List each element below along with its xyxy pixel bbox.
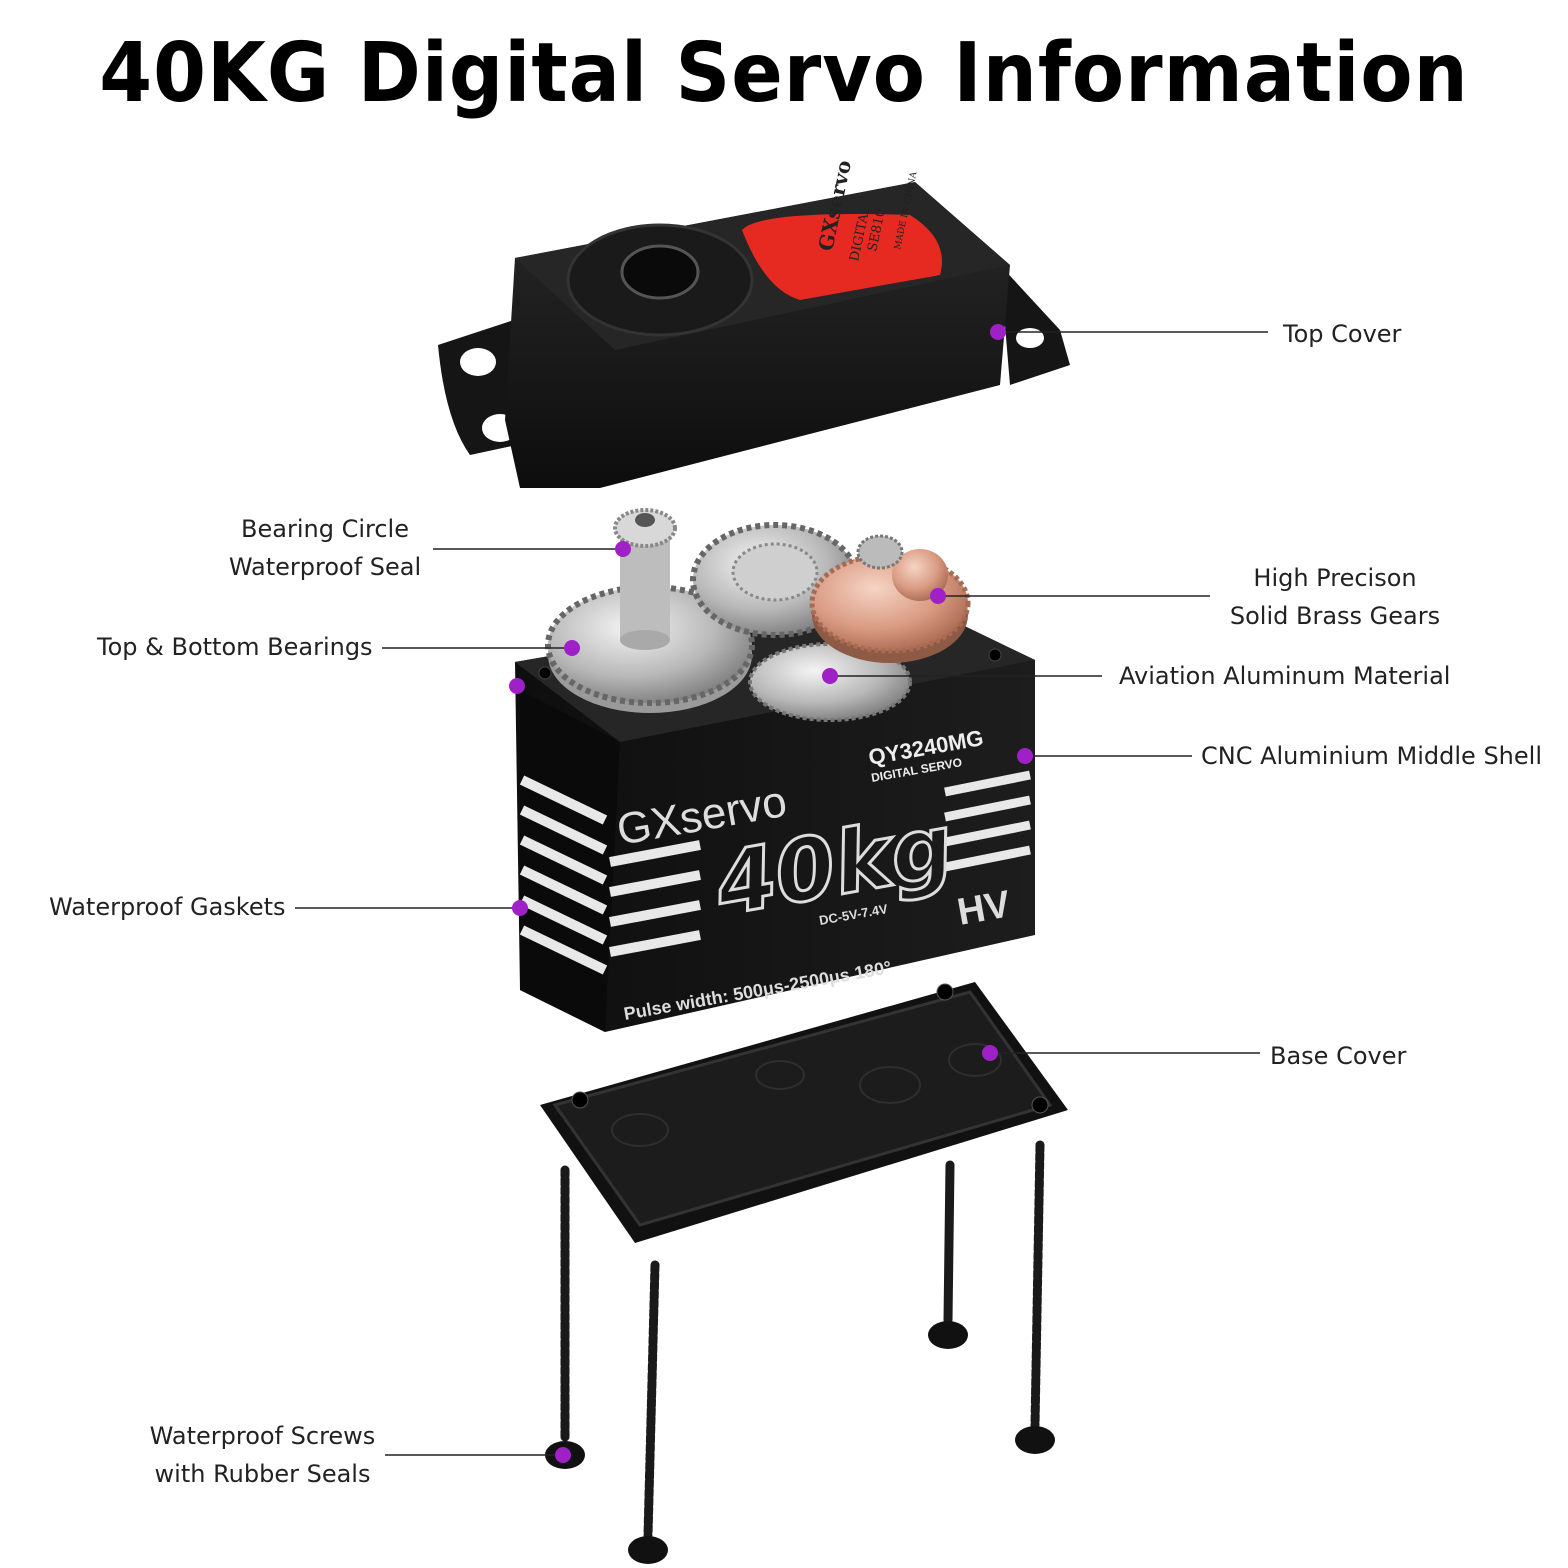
dot-shell-edge [509, 678, 525, 694]
label-base-cover: Base Cover [1270, 1042, 1407, 1070]
dot-bearings [564, 640, 580, 656]
screw-4 [1015, 1140, 1055, 1454]
shell-stripes-right [944, 770, 1031, 872]
gear-train [545, 508, 971, 722]
leader-lines [295, 331, 1268, 1456]
label-screws-line2: with Rubber Seals [154, 1460, 371, 1488]
label-bearing-seal-line2: Waterproof Seal [228, 553, 422, 581]
label-brass-gears: High Precison Solid Brass Gears [1225, 559, 1445, 635]
label-top-cover: Top Cover [1283, 320, 1402, 348]
base-cover [540, 982, 1068, 1243]
dot-base-cover [982, 1045, 998, 1061]
label-brass-gears-line2: Solid Brass Gears [1229, 602, 1441, 630]
label-screws: Waterproof Screws with Rubber Seals [140, 1417, 385, 1493]
top-cover: GXservo DIGITAL SE810 MADE IN CHINA [438, 158, 1070, 488]
screw-2 [628, 1260, 668, 1564]
label-bearing-seal: Bearing Circle Waterproof Seal [220, 510, 430, 586]
callout-dots [509, 324, 1033, 1463]
screw-1 [545, 1165, 585, 1469]
label-bearings: Top & Bottom Bearings [97, 633, 373, 661]
dot-brass-gears [930, 588, 946, 604]
dot-bearing-seal [615, 541, 631, 557]
label-middle-shell: CNC Aluminium Middle Shell [1201, 742, 1542, 770]
dot-aluminum [822, 668, 838, 684]
label-screws-line1: Waterproof Screws [149, 1422, 376, 1450]
hv-label: HV [954, 883, 1014, 934]
dot-top-cover [990, 324, 1006, 340]
page-title: 40KG Digital Servo Information [99, 24, 1469, 121]
label-bearing-seal-line1: Bearing Circle [241, 515, 409, 543]
dot-middle-shell [1017, 748, 1033, 764]
dot-gaskets [512, 900, 528, 916]
dot-screws [555, 1447, 571, 1463]
shell-stripes-left [519, 775, 701, 975]
label-gaskets: Waterproof Gaskets [49, 893, 286, 921]
screw-3 [928, 1160, 968, 1349]
label-aluminum: Aviation Aluminum Material [1119, 662, 1451, 690]
label-brass-gears-line1: High Precison [1253, 564, 1417, 592]
